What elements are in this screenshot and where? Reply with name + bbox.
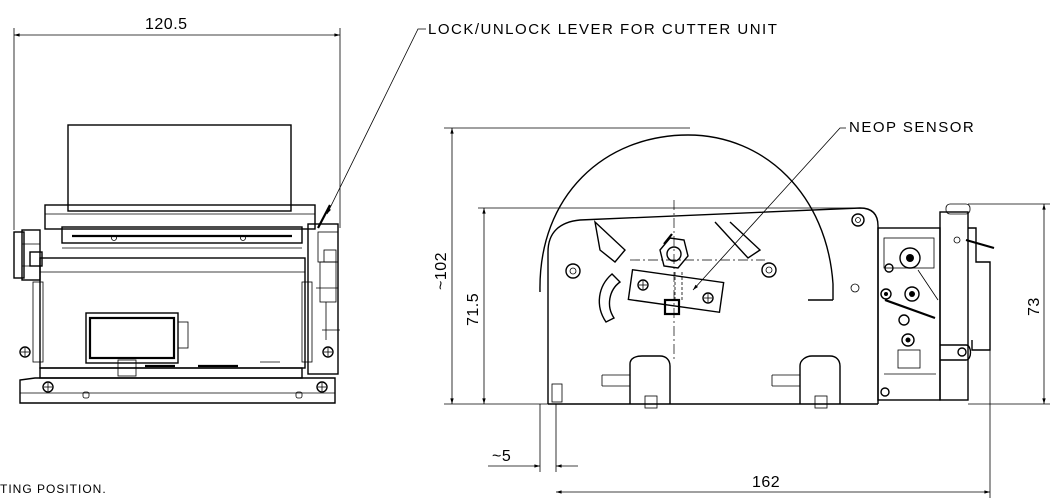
dim-side-width-group: 162	[556, 340, 991, 498]
dim-cutter-height: 73	[1026, 297, 1043, 316]
paper-roll	[539, 134, 834, 293]
front-view: 120.5	[13, 16, 341, 404]
neop-sensor-assembly	[627, 233, 725, 316]
side-frame	[547, 207, 879, 404]
paper-sheet	[67, 124, 292, 212]
screw-right	[322, 346, 334, 358]
dim-offset-group: ~5	[488, 404, 578, 472]
label-lock-lever: LOCK/UNLOCK LEVER FOR CUTTER UNIT	[428, 21, 778, 38]
footnote-text: TING POSITION.	[0, 482, 107, 496]
dim-side-width: 162	[752, 474, 780, 491]
cutter-unit	[877, 203, 995, 401]
label-neop-sensor: NEOP SENSOR	[849, 119, 975, 136]
dim-height-total: ~102	[433, 252, 450, 290]
dim-height-total-group: ~102	[433, 127, 690, 405]
dim-height-body-group: 71.5	[465, 207, 860, 405]
screw-left	[19, 346, 31, 358]
callout-neop-sensor: NEOP SENSOR	[692, 119, 975, 291]
dim-offset: ~5	[492, 448, 511, 465]
dim-front-width: 120.5	[145, 16, 188, 33]
dim-height-body: 71.5	[465, 293, 482, 326]
callout-lock-lever: LOCK/UNLOCK LEVER FOR CUTTER UNIT	[326, 21, 778, 215]
dim-cutter-height-group: 73	[968, 203, 1050, 405]
side-view	[539, 134, 995, 409]
